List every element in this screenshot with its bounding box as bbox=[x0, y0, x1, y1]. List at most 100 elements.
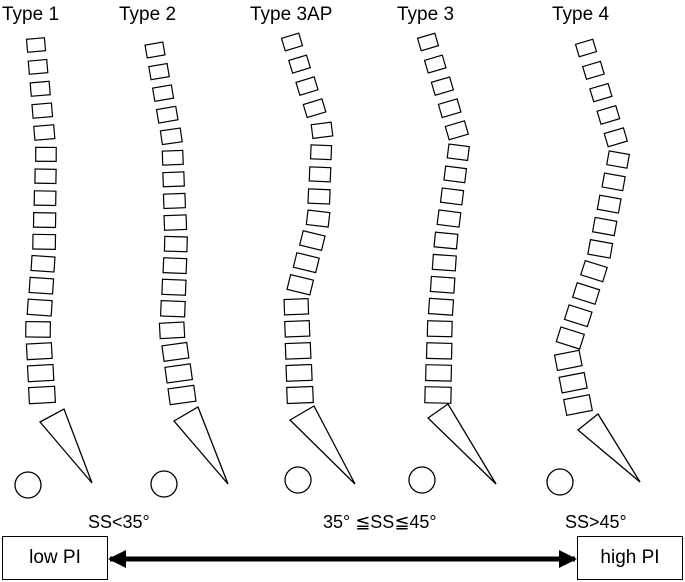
vertebra bbox=[295, 76, 319, 97]
vertebra bbox=[280, 32, 304, 52]
vertebra bbox=[284, 342, 312, 360]
pi-arrow-right-head bbox=[559, 550, 577, 568]
vertebra bbox=[28, 276, 55, 295]
vertebra bbox=[424, 386, 452, 404]
low-pi-label: low PI bbox=[29, 547, 81, 568]
sacrum bbox=[288, 405, 356, 485]
vertebra bbox=[581, 60, 605, 80]
pi-arrow-left-head bbox=[108, 550, 126, 568]
vertebra bbox=[425, 342, 453, 360]
vertebra bbox=[437, 98, 462, 119]
vertebra bbox=[35, 146, 57, 162]
type-label-3ap: Type 3AP bbox=[250, 4, 333, 25]
vertebra bbox=[283, 298, 310, 316]
vertebra bbox=[555, 326, 586, 350]
low-pi-box: low PI bbox=[2, 536, 108, 580]
vertebra bbox=[431, 253, 457, 272]
vertebra bbox=[27, 385, 57, 405]
vertebra bbox=[562, 393, 594, 417]
vertebra bbox=[429, 275, 456, 294]
vertebra bbox=[288, 54, 312, 74]
vertebra bbox=[162, 171, 185, 188]
vertebra bbox=[308, 166, 332, 183]
spine-type-1 bbox=[14, 37, 93, 499]
vertebra bbox=[163, 214, 188, 231]
vertebra bbox=[26, 363, 55, 383]
vertebra bbox=[33, 190, 57, 207]
vertebra bbox=[26, 298, 53, 317]
sacrum bbox=[426, 403, 497, 485]
high-pi-box: high PI bbox=[577, 536, 683, 580]
femoral-head bbox=[546, 468, 574, 496]
vertebra bbox=[426, 320, 453, 338]
spine-type-4 bbox=[546, 38, 641, 496]
sacrum bbox=[172, 406, 229, 485]
type-label-4: Type 4 bbox=[552, 4, 610, 25]
vertebra bbox=[574, 38, 598, 58]
vertebra bbox=[27, 58, 49, 75]
vertebra bbox=[162, 257, 188, 275]
vertebra bbox=[423, 54, 447, 74]
vertebra bbox=[285, 363, 313, 382]
vertebra bbox=[571, 281, 601, 305]
vertebra bbox=[30, 254, 56, 273]
vertebra bbox=[436, 209, 462, 228]
vertebra bbox=[424, 364, 453, 382]
vertebra bbox=[603, 127, 629, 148]
vertebra bbox=[563, 304, 593, 328]
femoral-head bbox=[150, 470, 178, 498]
spine-type-3ap bbox=[280, 32, 356, 494]
vertebra bbox=[430, 76, 455, 96]
vertebra bbox=[310, 121, 334, 140]
vertebra bbox=[601, 172, 626, 192]
vertebra bbox=[416, 32, 440, 52]
vertebra bbox=[32, 233, 57, 251]
type-label-1: Type 1 bbox=[2, 4, 60, 25]
vertebra bbox=[25, 320, 52, 338]
vertebra bbox=[161, 149, 184, 166]
type-label-2: Type 2 bbox=[119, 4, 177, 25]
vertebra bbox=[427, 297, 455, 316]
type-label-3: Type 3 bbox=[397, 4, 455, 25]
vertebra bbox=[163, 235, 188, 253]
vertebra bbox=[446, 143, 470, 162]
vertebra bbox=[161, 278, 187, 296]
vertebra bbox=[155, 105, 179, 124]
vertebra bbox=[307, 188, 331, 205]
vertebra bbox=[286, 273, 315, 296]
vertebra bbox=[148, 62, 170, 81]
vertebra bbox=[164, 363, 194, 384]
high-pi-label: high PI bbox=[600, 547, 660, 568]
vertebra bbox=[587, 238, 614, 259]
vertebra bbox=[292, 251, 320, 274]
vertebra bbox=[29, 80, 51, 97]
vertebra bbox=[34, 168, 57, 185]
spine-type-2 bbox=[144, 41, 229, 498]
vertebra bbox=[32, 211, 57, 229]
ss-label-low: SS<35° bbox=[88, 512, 150, 532]
vertebra bbox=[158, 321, 186, 340]
vertebra bbox=[596, 104, 621, 126]
vertebra bbox=[284, 320, 311, 338]
vertebra bbox=[596, 194, 622, 214]
vertebra bbox=[162, 192, 187, 210]
vertebra bbox=[309, 144, 333, 161]
vertebra bbox=[439, 187, 465, 206]
vertebra bbox=[25, 342, 53, 361]
sacrum bbox=[576, 413, 641, 483]
vertebra bbox=[433, 231, 459, 250]
vertebra bbox=[151, 84, 175, 102]
vertebra bbox=[159, 300, 186, 318]
vertebra bbox=[298, 230, 326, 252]
femoral-head bbox=[284, 466, 312, 494]
spine-type-3 bbox=[408, 32, 497, 494]
vertebra bbox=[33, 124, 56, 141]
femoral-head bbox=[14, 471, 42, 499]
vertebra bbox=[444, 120, 470, 141]
vertebra bbox=[286, 385, 314, 405]
femoral-head bbox=[408, 466, 436, 494]
vertebra bbox=[302, 98, 327, 119]
ss-label-high: SS>45° bbox=[565, 512, 627, 532]
ss-label-mid: 35° ≦SS≦45° bbox=[323, 512, 437, 532]
